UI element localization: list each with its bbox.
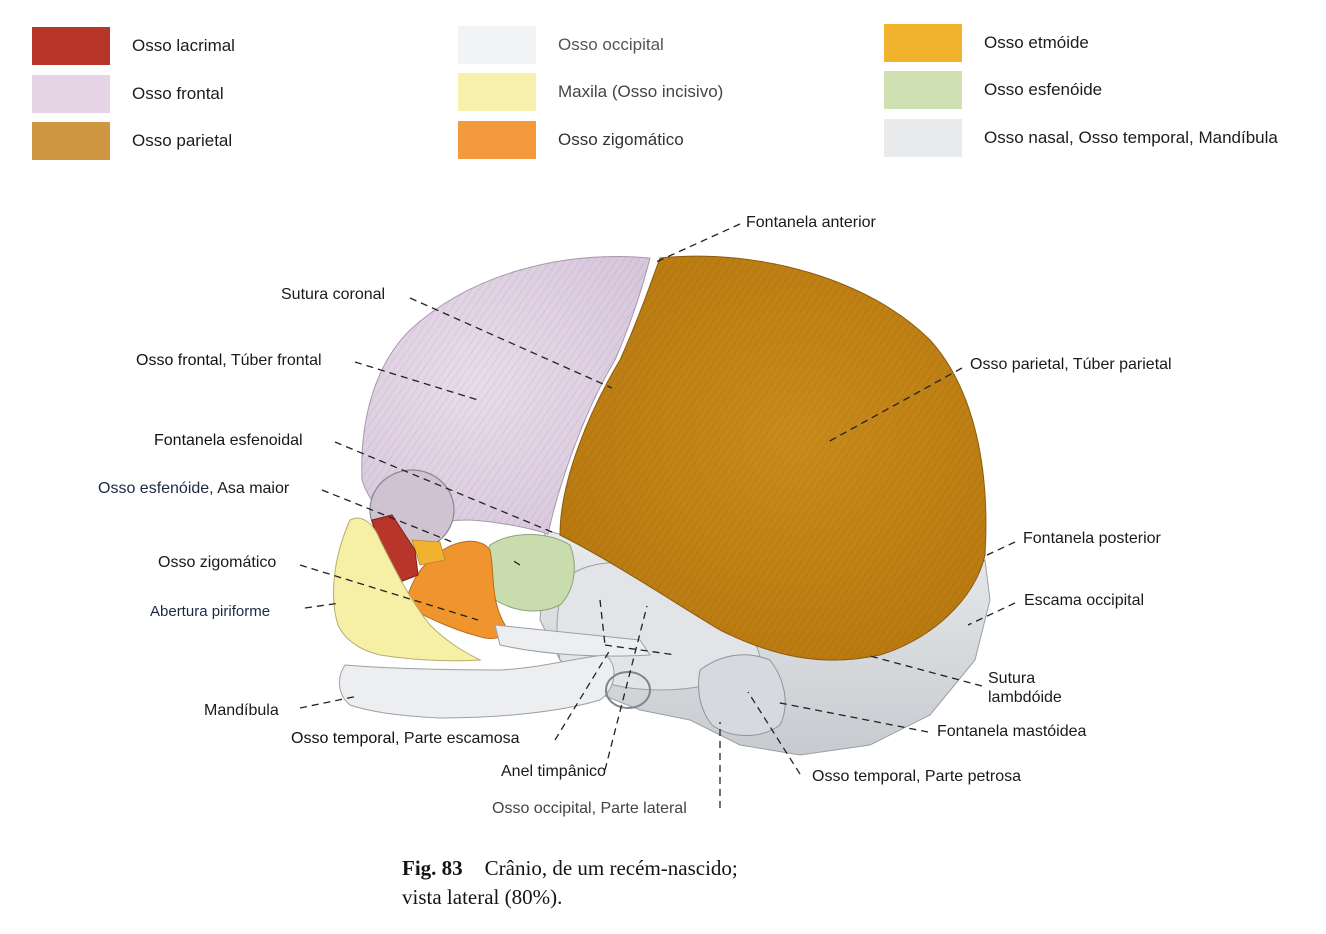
legend-swatch bbox=[458, 121, 536, 159]
label-osso-occipital-lateral: Osso occipital, Parte lateral bbox=[492, 800, 687, 817]
label-fontanela-esfenoidal-bold: Fontanela bbox=[154, 432, 226, 449]
legend-label: Osso occipital bbox=[558, 35, 664, 54]
label-osso-esfenoide-rest: Asa maior bbox=[213, 480, 290, 497]
legend-swatch bbox=[884, 119, 962, 157]
legend-swatch bbox=[458, 26, 536, 64]
legend-label: Osso parietal bbox=[132, 131, 233, 150]
caption-title: Crânio, de um recém-nascido; bbox=[484, 856, 738, 880]
legend-label: Maxila (Osso incisivo) bbox=[558, 82, 724, 101]
label-escama-occipital: Escama occipital bbox=[1024, 592, 1145, 609]
leader-lines bbox=[299, 223, 1016, 808]
label-osso-temporal-escamosa-rest: Parte escamosa bbox=[399, 730, 520, 747]
label-osso-temporal-escamosa: Osso temporal, Parte escamosa bbox=[291, 729, 520, 748]
petrous-part bbox=[698, 654, 786, 736]
label-fontanela-mastoidea: Fontanela mastóidea bbox=[937, 723, 1087, 740]
label-sutura-coronal: Sutura coronal bbox=[281, 286, 386, 303]
figure-caption: Fig. 83 Crânio, de um recém-nascido; vist… bbox=[402, 854, 738, 912]
label-osso-temporal-petrosa: Osso temporal, Parte petrosa bbox=[812, 768, 1021, 785]
zygomatic-arch bbox=[494, 624, 651, 657]
sphenoid-wing bbox=[485, 534, 575, 612]
legend-swatch bbox=[32, 27, 110, 65]
label-osso-temporal-escamosa-bold: Osso temporal, bbox=[291, 730, 400, 747]
label-mandibula: Mandíbula bbox=[204, 702, 279, 719]
mandible bbox=[338, 654, 615, 719]
label-abertura-piriforme: Abertura piriforme bbox=[150, 603, 271, 620]
legend-label: Osso etmóide bbox=[984, 33, 1089, 52]
label-fontanela-anterior: Fontanela anterior bbox=[746, 214, 876, 231]
label-osso-frontal-bold: Osso frontal, bbox=[136, 352, 227, 369]
label-osso-frontal: Osso frontal, Túber frontal bbox=[136, 351, 322, 370]
caption-line-1: Fig. 83 Crânio, de um recém-nascido; bbox=[402, 854, 738, 883]
label-osso-parietal: Osso parietal, Túber parietal bbox=[970, 356, 1172, 373]
legend-label: Osso lacrimal bbox=[132, 36, 235, 55]
color-legend: Osso lacrimal Osso frontal Osso parietal… bbox=[0, 0, 1326, 170]
legend-label: Osso esfenóide bbox=[984, 80, 1103, 99]
label-anel-timpanico: Anel timpânico bbox=[501, 763, 606, 780]
legend-label: Osso zigomático bbox=[558, 130, 684, 149]
label-sutura-lambdoide: Sutura lambdóide bbox=[988, 670, 1062, 706]
caption-line-2: vista lateral (80%). bbox=[402, 885, 563, 909]
caption-figure-number: Fig. 83 bbox=[402, 856, 463, 880]
ethmoid-bone bbox=[411, 539, 446, 566]
legend-swatch bbox=[458, 73, 536, 111]
label-fontanela-esfenoidal-rest: esfenoidal bbox=[225, 432, 303, 449]
label-fontanela-posterior: Fontanela posterior bbox=[1023, 530, 1161, 547]
label-fontanela-esfenoidal: Fontanela esfenoidal bbox=[154, 431, 303, 450]
legend-label: Osso nasal, Osso temporal, Mandíbula bbox=[984, 128, 1278, 147]
label-osso-zigomatico: Osso zigomático bbox=[158, 554, 277, 571]
legend-swatch bbox=[884, 24, 962, 62]
label-osso-frontal-rest: Túber frontal bbox=[226, 352, 322, 369]
label-osso-esfenoide: Osso esfenóide, Asa maior bbox=[98, 479, 289, 498]
legend-swatch bbox=[32, 122, 110, 160]
tympanic-ring bbox=[605, 671, 651, 709]
frontal-texture bbox=[361, 256, 650, 534]
legend-label: Osso frontal bbox=[132, 84, 224, 103]
parietal-texture bbox=[560, 256, 986, 661]
legend-swatch bbox=[32, 75, 110, 113]
label-osso-esfenoide-bold: Osso esfenóide, bbox=[98, 480, 214, 497]
legend-swatch bbox=[884, 71, 962, 109]
maxilla bbox=[333, 517, 482, 662]
